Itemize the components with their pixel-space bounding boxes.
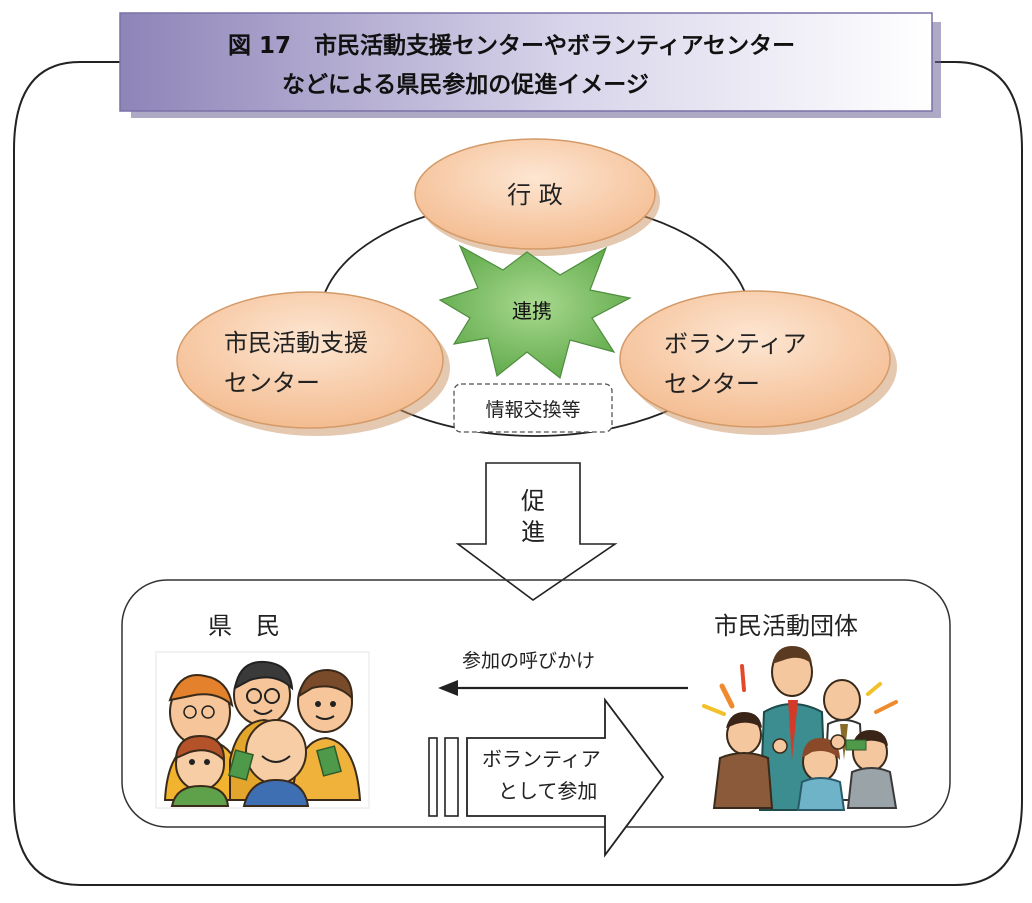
- bottom-panel: [121, 579, 951, 828]
- gyosei-label: 行 政: [507, 181, 563, 209]
- promote-char-1: 促: [521, 487, 545, 515]
- call-arrow: [438, 680, 688, 696]
- volunteer-center-node: ボランティア センター: [619, 290, 897, 435]
- title-line-2: などによる県民参加の促進イメージ: [282, 71, 649, 98]
- star-burst-shape: [438, 244, 632, 380]
- joho-box: 情報交換等: [453, 383, 613, 433]
- dantai-illustration: [702, 646, 898, 811]
- gyosei-node: 行 政: [414, 138, 660, 256]
- title-line-1: 図 17 市民活動支援センターやボランティアセンター: [228, 32, 795, 59]
- dantai-label: 市民活動団体: [714, 612, 858, 640]
- join-arrow: ボランティア として参加: [428, 697, 665, 858]
- volunteer-center-line-1: ボランティア: [664, 330, 807, 358]
- outer-frame: [13, 61, 1023, 886]
- renkei-label: 連携: [512, 299, 552, 323]
- shimin-center-line-1: 市民活動支援: [224, 329, 368, 357]
- promote-char-2: 進: [521, 518, 545, 546]
- kenmin-illustration: [155, 651, 370, 809]
- join-label-line-1: ボランティア: [482, 747, 601, 771]
- promote-arrow: 促 進: [455, 462, 618, 601]
- joho-label: 情報交換等: [485, 399, 580, 421]
- shimin-center-line-2: センター: [224, 369, 320, 397]
- renkei-star: 連携: [438, 244, 632, 380]
- volunteer-center-line-2: センター: [664, 370, 760, 398]
- call-label: 参加の呼びかけ: [462, 650, 595, 672]
- join-label-line-2: として参加: [498, 779, 597, 803]
- shimin-center-node: 市民活動支援 センター: [176, 291, 450, 436]
- title-band: 図 17 市民活動支援センターやボランティアセンター などによる県民参加の促進イ…: [119, 12, 941, 118]
- kenmin-label: 県 民: [208, 612, 280, 640]
